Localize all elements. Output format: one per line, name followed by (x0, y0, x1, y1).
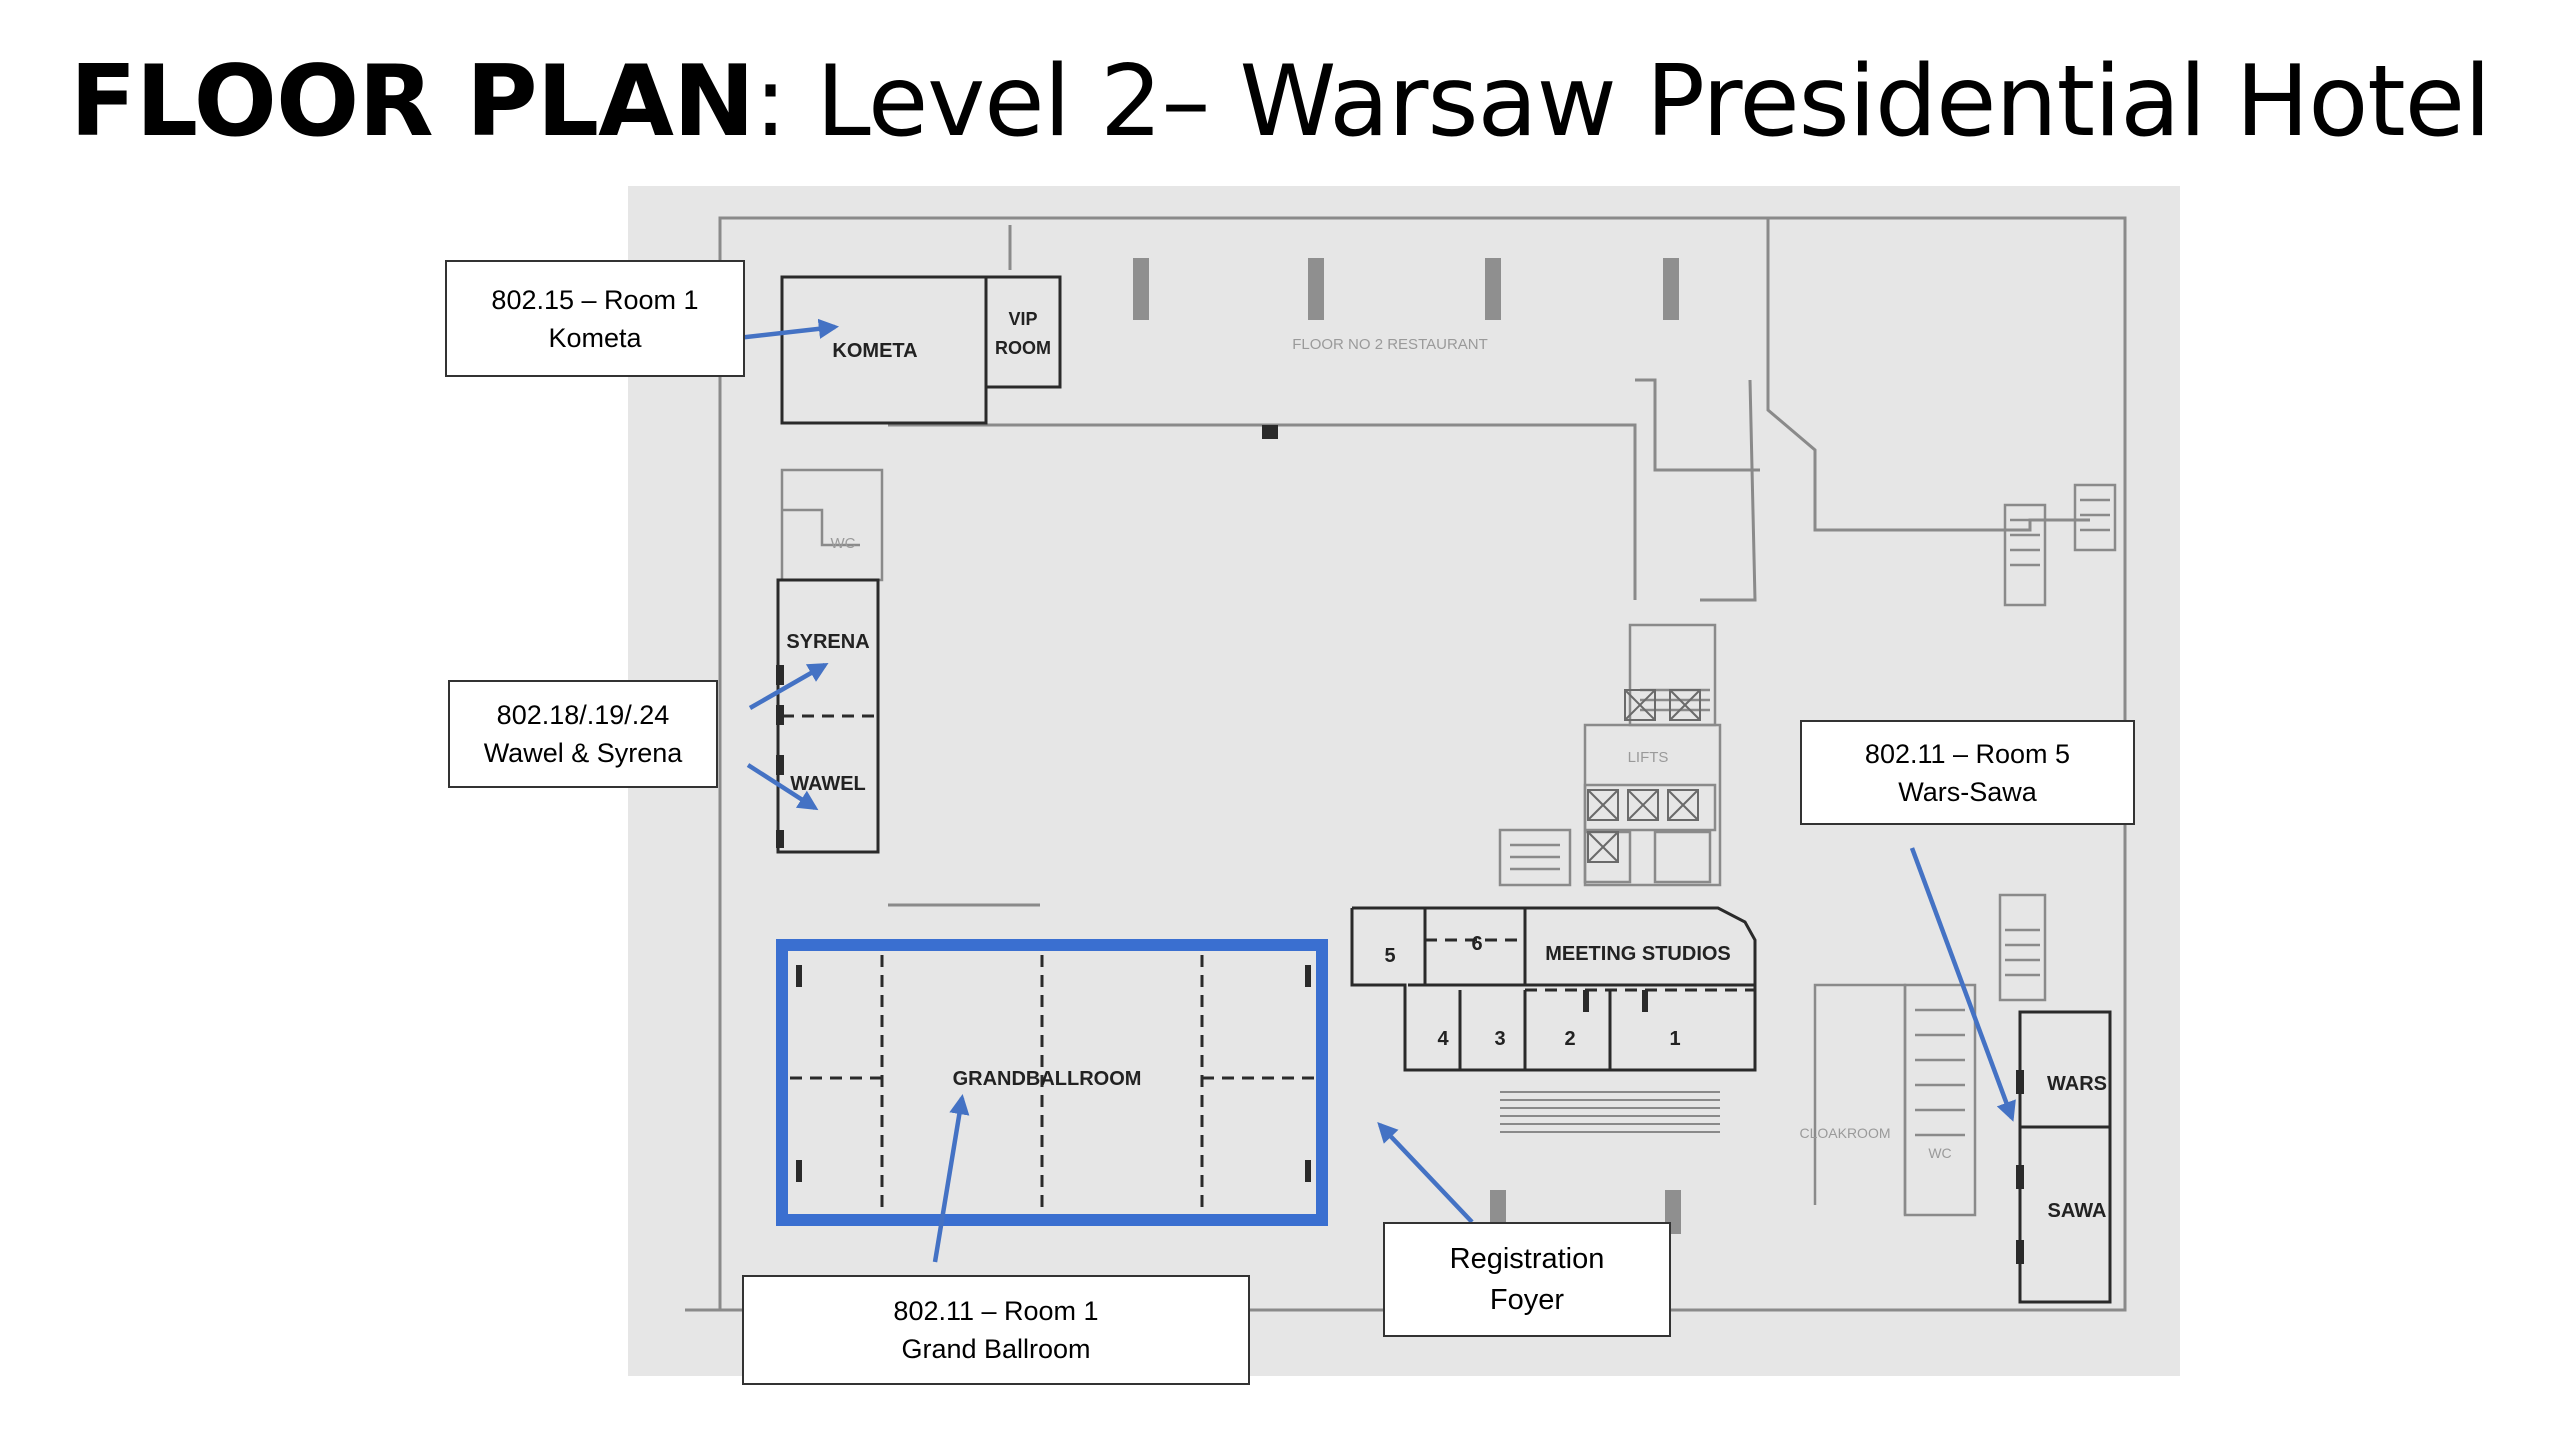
studio-label-2: 2 (1564, 1028, 1575, 1050)
restaurant-label: FLOOR NO 2 RESTAURANT (1292, 336, 1488, 353)
vip-room (984, 275, 1062, 389)
callout-registration-foyer: Registration Foyer (1383, 1222, 1671, 1337)
arrow-registration (1377, 1122, 1474, 1224)
stairs-right (1998, 483, 2117, 1002)
partition-lines (782, 714, 1755, 992)
arrow-wawel (746, 763, 819, 811)
room-label-syrena: SYRENA (786, 631, 869, 653)
callout-wawel-syrena-line1: 802.18/.19/.24 (496, 700, 670, 730)
arrow-grand-ballroom (932, 1094, 970, 1263)
title-bold: FLOOR PLAN (69, 45, 755, 159)
callout-wars-sawa: 802.11 – Room 5 Wars-Sawa (1800, 720, 2135, 825)
arrow-syrena (748, 662, 829, 710)
callout-registration-line2: Foyer (1489, 1283, 1565, 1316)
callout-grand-ballroom-line2: Grand Ballroom (901, 1334, 1091, 1364)
room-label-sawa: SAWA (2048, 1200, 2107, 1222)
room-label-kometa: KOMETA (832, 340, 917, 362)
room-label-meeting-studios: MEETING STUDIOS (1545, 943, 1731, 965)
studio-label-4: 4 (1437, 1028, 1449, 1050)
foyer-steps (1500, 1091, 1720, 1133)
callout-kometa-line1: 802.15 – Room 1 (491, 284, 699, 315)
wc-upper-label: WC (831, 535, 856, 552)
title-rest: : Level 2– Warsaw Presidential Hotel (753, 45, 2491, 159)
arrow-wars-sawa (1909, 847, 2016, 1122)
room-label-vip-2: ROOM (995, 338, 1051, 358)
callout-grand-ballroom-line1: 802.11 – Room 1 (893, 1296, 1099, 1326)
studio-label-1: 1 (1669, 1028, 1680, 1050)
studio-label-5: 5 (1384, 945, 1395, 967)
studio-label-6: 6 (1471, 933, 1482, 955)
callout-wawel-syrena: 802.18/.19/.24 Wawel & Syrena (448, 680, 718, 788)
callout-wars-sawa-line2: Wars-Sawa (1898, 776, 2037, 807)
lifts-label: LIFTS (1628, 749, 1669, 766)
door-marks (776, 425, 2024, 1264)
callout-kometa-line2: Kometa (548, 322, 642, 353)
grand-ballroom (776, 939, 1328, 1226)
studio-label-3: 3 (1494, 1028, 1505, 1050)
room-label-vip-1: VIP (1008, 309, 1037, 329)
cloakroom-label: CLOAKROOM (1799, 1125, 1890, 1141)
callout-registration-line1: Registration (1449, 1242, 1605, 1275)
sawa-room (2018, 1125, 2112, 1304)
callout-wars-sawa-line1: 802.11 – Room 5 (1864, 738, 2071, 769)
room-label-wars: WARS (2047, 1073, 2107, 1095)
callout-grand-ballroom: 802.11 – Room 1 Grand Ballroom (742, 1275, 1250, 1385)
lift-cars (1587, 689, 1701, 863)
callout-kometa: 802.15 – Room 1 Kometa (445, 260, 745, 377)
cloakroom-block (1813, 983, 1977, 1217)
wc-lower-label: WC (1928, 1145, 1951, 1161)
page-title: FLOOR PLAN: Level 2– Warsaw Presidential… (0, 42, 2560, 162)
meeting-room-walls (776, 275, 2112, 1304)
room-label-wawel: WAWEL (790, 773, 866, 795)
meeting-studios-outline (1350, 906, 1757, 1072)
room-label-grand-ballroom: GRANDBALLROOM (953, 1068, 1142, 1090)
callout-wawel-syrena-line2: Wawel & Syrena (483, 738, 683, 768)
building-outline (685, 216, 2127, 1312)
